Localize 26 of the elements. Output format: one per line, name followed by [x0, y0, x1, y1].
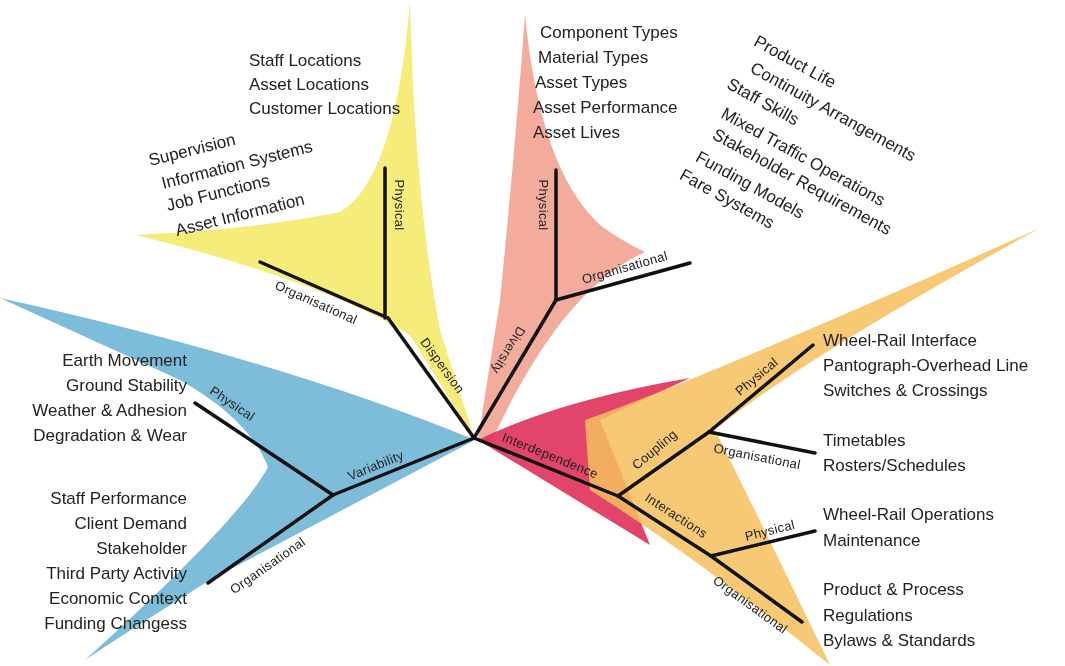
factor-text: Bylaws & Standards [823, 630, 976, 652]
factor-text: Regulations [823, 605, 913, 627]
factor-text: Weather & Adhesion [32, 400, 187, 422]
factor-text: Staff Locations [249, 50, 362, 72]
factor-text: Wheel-Rail Operations [823, 504, 994, 526]
factor-text: Component Types [540, 22, 678, 44]
branch-label: Physical [535, 179, 552, 231]
factor-text: Pantograph-Overhead Line [823, 355, 1029, 377]
factor-text: Rosters/Schedules [823, 455, 966, 477]
factor-text: Degradation & Wear [33, 425, 187, 447]
factor-text: Economic Context [49, 588, 187, 610]
factor-text: Asset Performance [533, 97, 678, 119]
factor-text: Stakeholder [96, 538, 187, 560]
factor-text: Staff Performance [50, 488, 187, 510]
factor-text: Ground Stability [66, 375, 187, 397]
factor-text: Client Demand [74, 513, 187, 535]
branch-label: Physical [391, 179, 408, 231]
factor-text: Material Types [538, 47, 649, 69]
factor-text: Asset Lives [533, 122, 620, 144]
factor-text: Asset Types [535, 72, 628, 94]
factor-text: Asset Locations [249, 74, 369, 96]
factor-text: Switches & Crossings [823, 380, 988, 402]
factor-text: Product & Process [823, 579, 964, 601]
factor-text: Timetables [823, 430, 906, 452]
factor-text: Maintenance [823, 530, 921, 552]
branch-label: Physical [743, 516, 797, 546]
